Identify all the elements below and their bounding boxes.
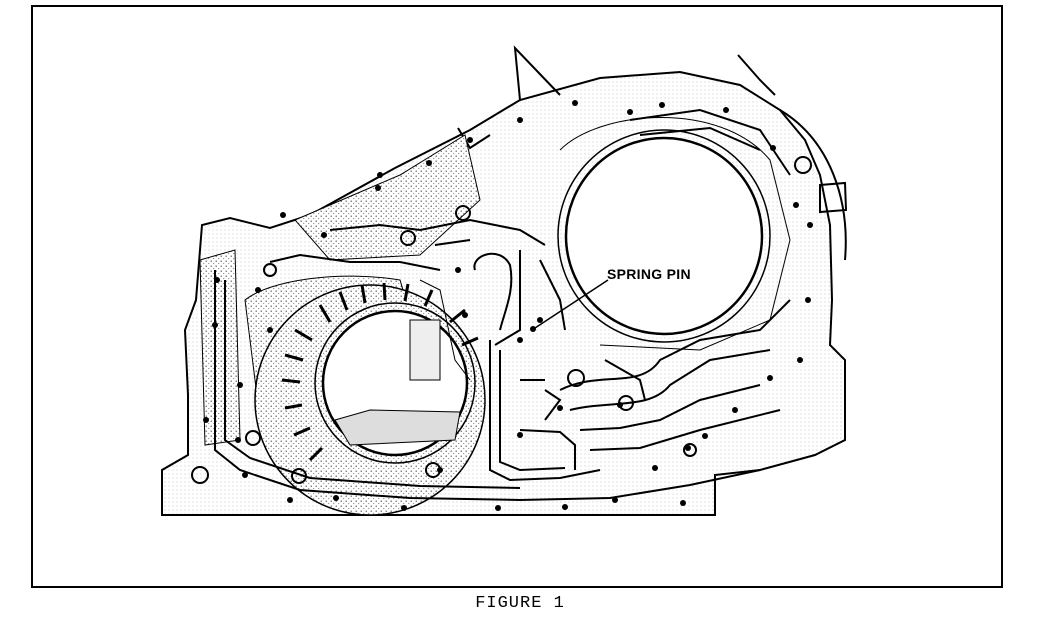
spring-pin-callout-label: SPRING PIN bbox=[607, 266, 691, 282]
spring-pin-leader bbox=[530, 279, 609, 332]
clutch-teeth bbox=[281, 282, 479, 462]
figure-frame bbox=[31, 5, 1003, 588]
fluid-passages bbox=[214, 108, 791, 502]
figure-caption: FIGURE 1 bbox=[475, 594, 565, 613]
large-bolt-bosses bbox=[191, 156, 812, 484]
left-bore bbox=[254, 279, 486, 516]
large-bore bbox=[557, 117, 791, 351]
